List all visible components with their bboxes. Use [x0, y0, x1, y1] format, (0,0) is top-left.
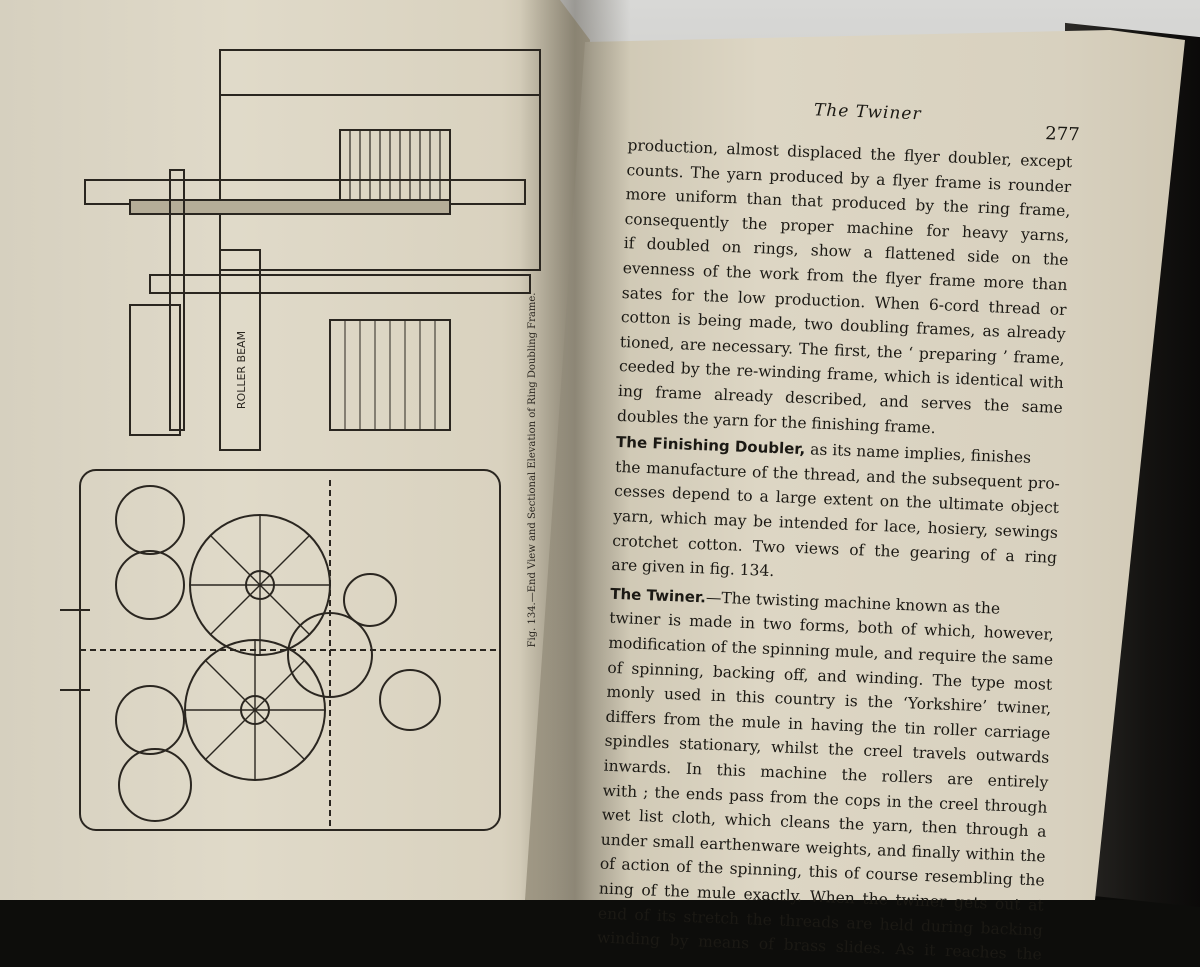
figure-caption: Fig. 134.—End View and Sectional Elevati… — [527, 293, 538, 648]
gear-b — [115, 550, 185, 620]
roller-beam-label: ROLLER BEAM — [235, 331, 248, 409]
twiner-heading: The Twiner. — [609, 584, 707, 607]
gear-block — [339, 129, 451, 201]
gear-d — [118, 748, 192, 822]
gutter-shadow — [520, 0, 630, 900]
lower-shaft — [149, 274, 531, 294]
frame-outline-top — [219, 49, 541, 271]
running-head: The Twiner — [813, 100, 922, 125]
upright-1 — [169, 169, 185, 431]
gear-a — [115, 485, 185, 555]
shaft-gear-train — [129, 199, 451, 215]
text-block: The Twiner 277 production, almost displa… — [569, 80, 1081, 967]
right-page — [525, 30, 1185, 900]
figure-illustration: ROLLER BEAM Fig. 134.—End View and Secti… — [60, 49, 541, 831]
gear-g — [379, 669, 441, 731]
finishing-doubler-heading: The Finishing Doubler, — [615, 433, 806, 459]
page-number: 277 — [1044, 123, 1081, 146]
gear-f — [343, 573, 397, 627]
gear-c — [115, 685, 185, 755]
roller-beam — [219, 249, 261, 451]
left-column — [129, 304, 181, 436]
